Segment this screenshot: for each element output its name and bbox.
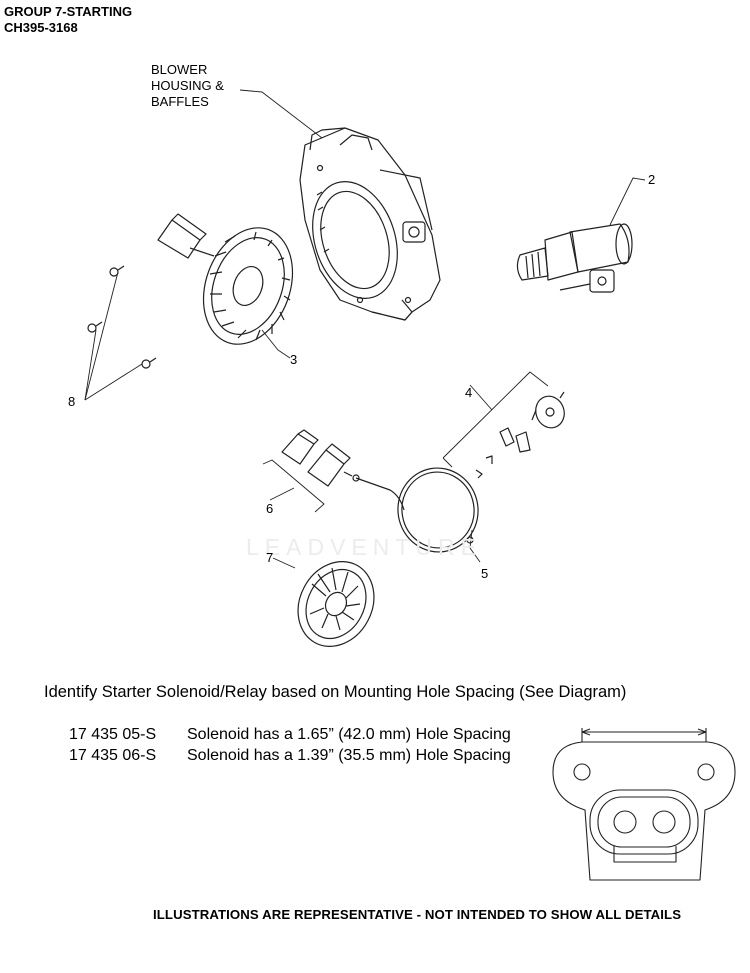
solenoid-diagram bbox=[552, 728, 736, 881]
recoil-starter-drawing bbox=[157, 213, 294, 345]
callout-2: 2 bbox=[648, 172, 656, 187]
part-description-2: Solenoid has a 1.39” (35.5 mm) Hole Spac… bbox=[187, 747, 511, 764]
callout-6: 6 bbox=[266, 501, 274, 516]
pawl-kit-drawing bbox=[475, 391, 565, 479]
part-number-2: 17 435 06-S bbox=[69, 747, 157, 764]
watermark: LEADVENTURE bbox=[246, 534, 482, 560]
callout-8: 8 bbox=[68, 394, 76, 409]
model-number: CH395-3168 bbox=[4, 20, 78, 35]
blower-housing-drawing bbox=[299, 127, 441, 321]
solenoid-intro: Identify Starter Solenoid/Relay based on… bbox=[44, 683, 627, 701]
callout-blower-housing: BLOWER HOUSING & BAFFLES bbox=[151, 62, 224, 109]
starter-rope-drawing bbox=[352, 467, 479, 553]
group-title: GROUP 7-STARTING bbox=[4, 4, 133, 19]
callout-3: 3 bbox=[290, 352, 298, 367]
disclaimer-footer: ILLUSTRATIONS ARE REPRESENTATIVE - NOT I… bbox=[153, 907, 682, 922]
callout-4: 4 bbox=[465, 385, 473, 400]
part-number-1: 17 435 05-S bbox=[69, 726, 157, 743]
starter-pulley-drawing bbox=[297, 561, 375, 647]
starter-handle-drawing bbox=[281, 429, 353, 487]
starter-motor-drawing bbox=[516, 223, 633, 293]
callout-5: 5 bbox=[481, 566, 489, 581]
callout-7: 7 bbox=[266, 550, 274, 565]
leader-lines bbox=[84, 89, 646, 569]
part-description-1: Solenoid has a 1.65” (42.0 mm) Hole Spac… bbox=[187, 726, 511, 743]
mounting-screws-drawing bbox=[87, 265, 157, 369]
